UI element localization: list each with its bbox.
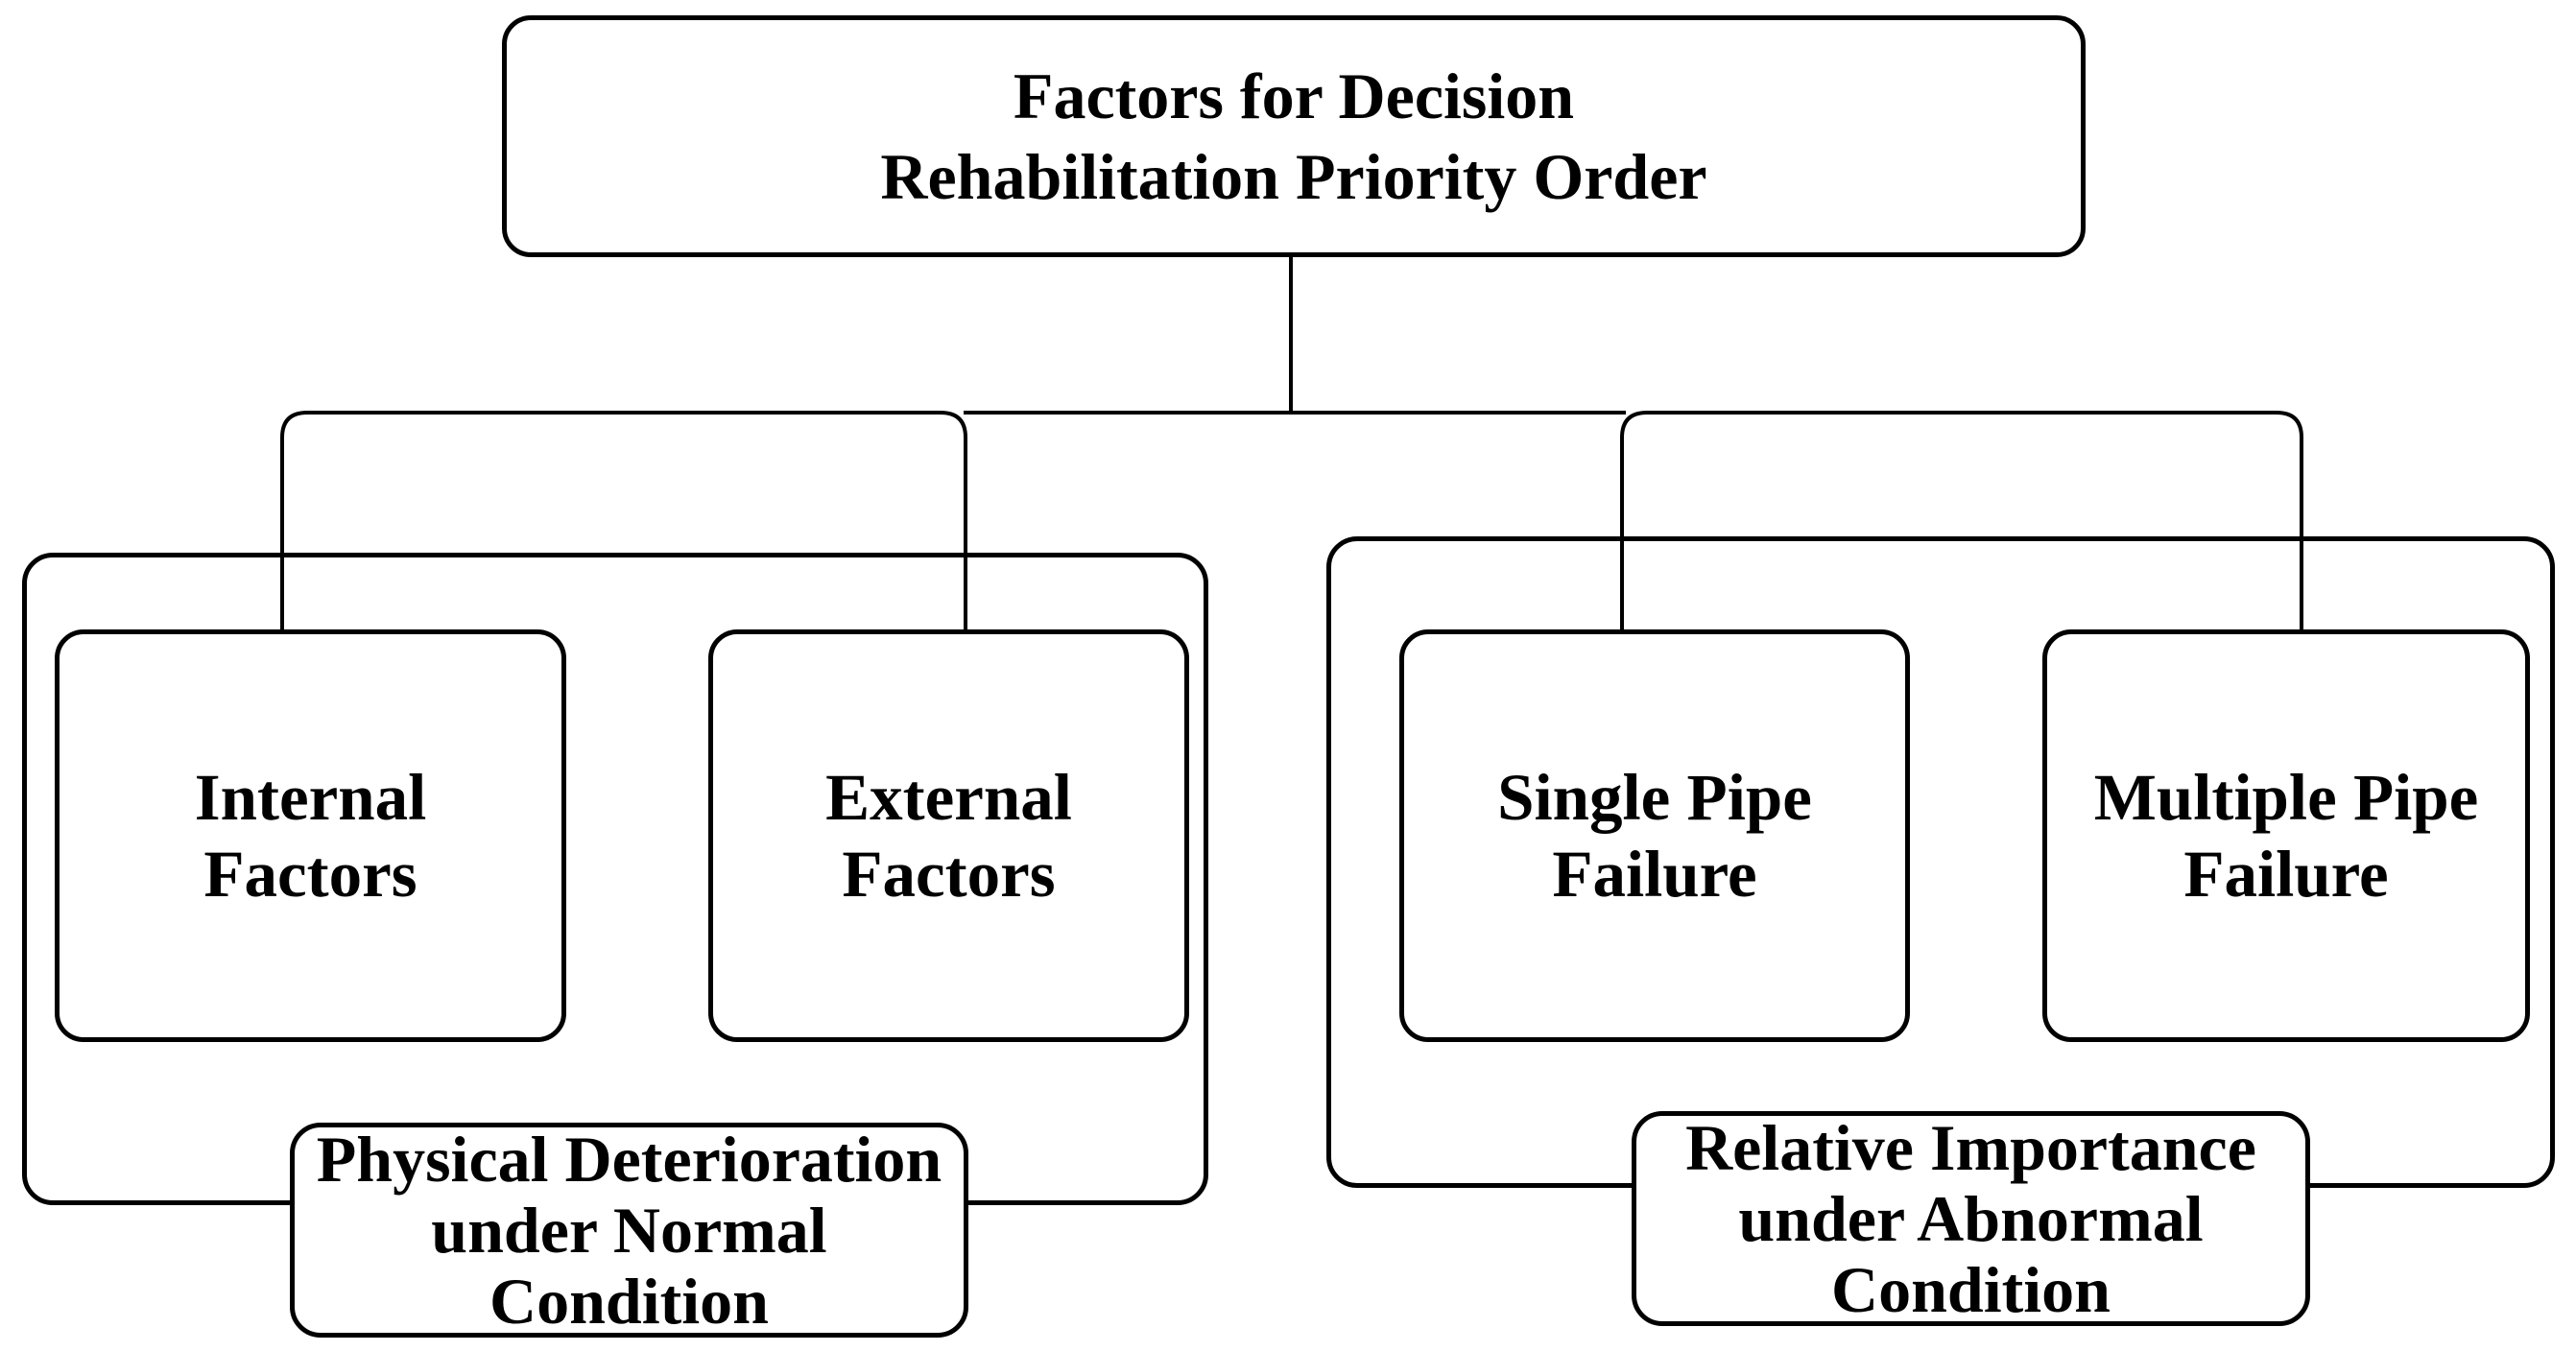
single-pipe-failure-line-2: Failure [1552, 838, 1757, 911]
right-caption-box: Relative Importance under Abnormal Condi… [1632, 1111, 2310, 1326]
root-box-line-1: Factors for Decision [1013, 59, 1575, 132]
internal-factors-box: Internal Factors [55, 629, 566, 1042]
root-box-line-2: Rehabilitation Priority Order [880, 140, 1707, 213]
left-caption-line-3: Condition [489, 1265, 769, 1338]
multiple-pipe-failure-line-1: Multiple Pipe [2093, 761, 2479, 834]
left-caption-line-1: Physical Deterioration [316, 1123, 942, 1196]
internal-factors-line-2: Factors [203, 838, 417, 911]
single-pipe-failure-line-1: Single Pipe [1497, 761, 1812, 834]
left-caption-line-2: under Normal [431, 1194, 827, 1267]
external-factors-line-1: External [825, 761, 1072, 834]
right-bracket-connector [1620, 411, 2303, 633]
right-caption-line-2: under Abnormal [1738, 1182, 2204, 1255]
left-bracket-connector [280, 411, 967, 633]
multiple-pipe-failure-line-2: Failure [2183, 838, 2389, 911]
root-box: Factors for Decision Rehabilitation Prio… [502, 15, 2086, 257]
external-factors-line-2: Factors [842, 838, 1056, 911]
right-caption-line-3: Condition [1831, 1253, 2111, 1326]
internal-factors-line-1: Internal [194, 761, 427, 834]
single-pipe-failure-box: Single Pipe Failure [1399, 629, 1910, 1042]
multiple-pipe-failure-box: Multiple Pipe Failure [2042, 629, 2530, 1042]
external-factors-box: External Factors [708, 629, 1189, 1042]
right-caption-line-1: Relative Importance [1685, 1111, 2256, 1184]
left-caption-box: Physical Deterioration under Normal Cond… [290, 1123, 968, 1338]
